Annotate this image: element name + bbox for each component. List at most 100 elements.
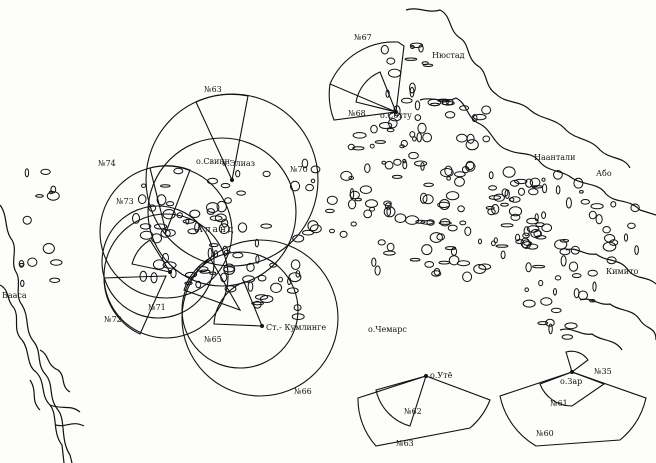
island [429, 102, 441, 107]
island [236, 190, 247, 196]
island [589, 299, 596, 303]
island [526, 217, 539, 225]
island [437, 98, 450, 103]
island [595, 214, 603, 225]
island [580, 199, 590, 205]
island [50, 259, 63, 266]
island [262, 170, 271, 178]
island [348, 199, 357, 210]
island [561, 334, 573, 340]
island [307, 220, 319, 232]
island [166, 201, 175, 207]
island [439, 199, 450, 210]
island [473, 113, 487, 121]
island [387, 68, 402, 78]
west-coast [0, 204, 85, 463]
island [223, 266, 235, 273]
island [348, 176, 355, 180]
island [393, 158, 402, 166]
island [173, 167, 184, 175]
island [206, 208, 216, 215]
island [573, 177, 584, 189]
island [196, 266, 209, 273]
label-kimito: Кимито [606, 267, 639, 276]
island [522, 299, 536, 308]
island [602, 226, 611, 234]
island [374, 265, 381, 276]
island [185, 218, 190, 225]
island [491, 240, 496, 247]
island [384, 160, 394, 170]
island [524, 287, 530, 293]
island [488, 171, 494, 180]
island [431, 270, 442, 277]
island [538, 279, 544, 287]
island [326, 195, 338, 205]
island [189, 209, 201, 219]
island [187, 228, 199, 235]
island [223, 263, 236, 275]
island [447, 224, 458, 232]
island [377, 239, 386, 246]
island [427, 98, 442, 107]
island [459, 220, 467, 226]
island [548, 323, 553, 335]
island [19, 263, 25, 267]
island [195, 280, 202, 289]
island [207, 177, 218, 185]
label-n62: №62 [404, 407, 422, 416]
island [422, 63, 434, 68]
island [454, 171, 466, 178]
island [525, 262, 532, 273]
island [409, 42, 424, 48]
island [235, 170, 241, 178]
island [570, 245, 580, 255]
island [295, 270, 301, 278]
label-n35: №35 [594, 367, 612, 376]
island [454, 176, 465, 187]
island [402, 160, 408, 170]
island [533, 230, 543, 238]
island [349, 188, 355, 200]
island [151, 233, 163, 244]
island [465, 161, 476, 172]
island [278, 276, 283, 283]
island [609, 239, 619, 246]
island [415, 219, 426, 224]
island [532, 264, 546, 269]
island [471, 114, 478, 123]
island [445, 191, 460, 201]
island [488, 185, 498, 191]
island [462, 271, 473, 283]
island [422, 132, 433, 143]
label-n60: №60 [536, 429, 554, 438]
island [424, 261, 435, 268]
island [162, 261, 177, 269]
island [459, 105, 470, 111]
island [329, 228, 335, 234]
island [560, 255, 567, 267]
island [386, 57, 396, 65]
island [540, 297, 553, 306]
island [380, 44, 389, 55]
island [310, 178, 316, 184]
island [42, 243, 55, 254]
label-n63b: №63 [396, 439, 414, 448]
island [554, 239, 568, 250]
island [417, 122, 427, 134]
island [444, 111, 456, 119]
island [209, 243, 219, 248]
island [386, 207, 392, 217]
island [404, 57, 418, 61]
label-aland: Аланд [196, 225, 235, 235]
island [590, 203, 604, 210]
island [587, 269, 598, 277]
island [450, 247, 458, 256]
island [606, 256, 617, 265]
island [232, 252, 244, 259]
label-eliaz: о.Элиаз [222, 159, 255, 168]
island [290, 259, 301, 271]
island [164, 229, 176, 237]
island [379, 122, 393, 129]
island [414, 100, 421, 111]
